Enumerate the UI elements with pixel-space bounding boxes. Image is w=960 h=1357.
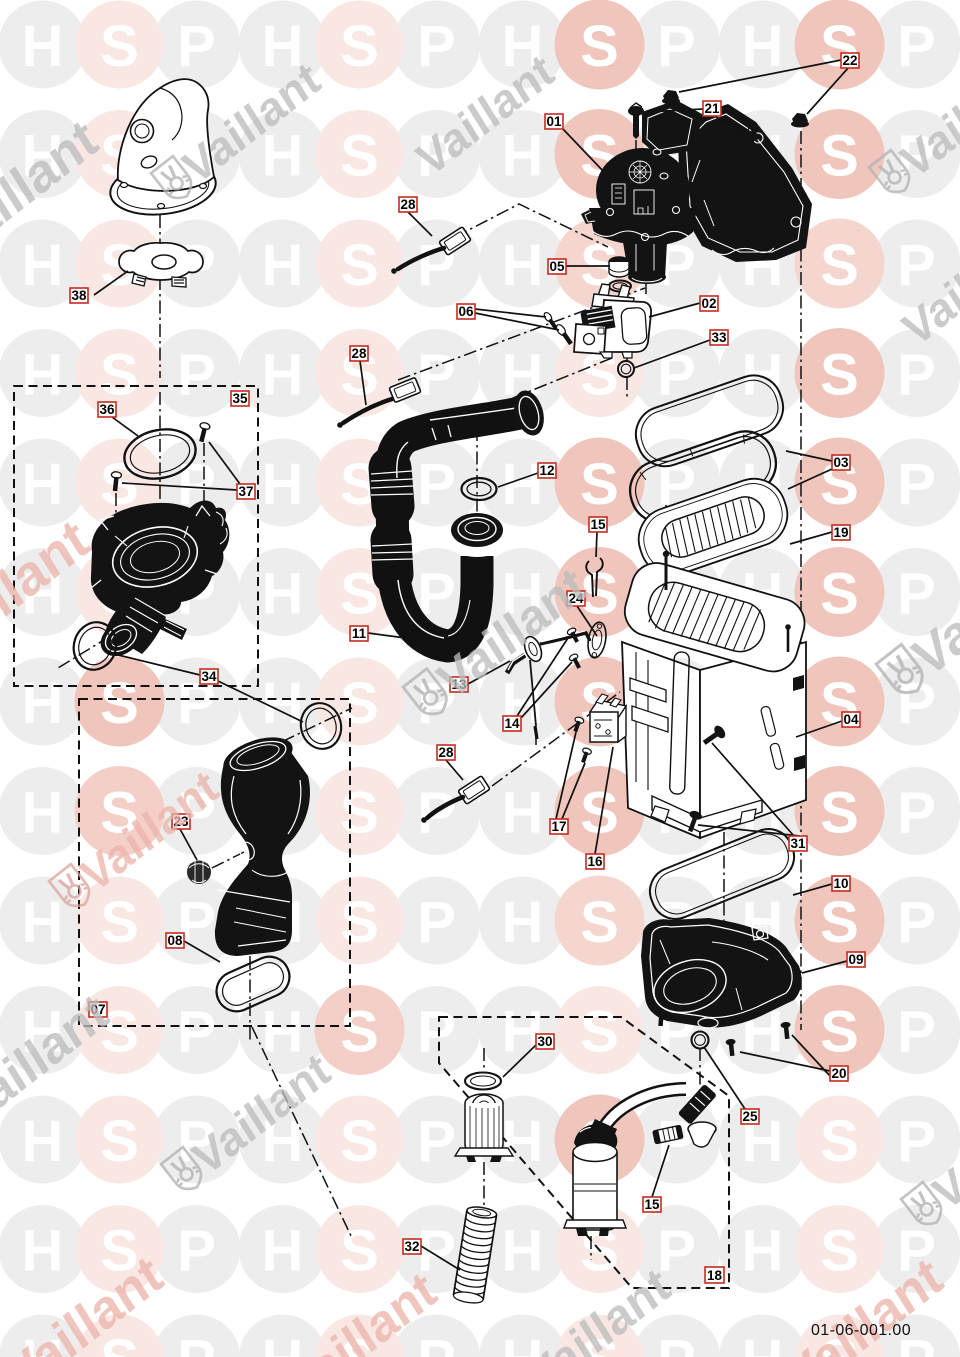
svg-text:S: S xyxy=(820,124,859,189)
svg-text:S: S xyxy=(580,452,619,517)
svg-text:17: 17 xyxy=(551,819,566,834)
svg-text:09: 09 xyxy=(848,952,863,967)
svg-text:05: 05 xyxy=(549,259,565,274)
svg-text:35: 35 xyxy=(232,391,248,406)
svg-text:30: 30 xyxy=(537,1034,552,1049)
svg-text:31: 31 xyxy=(790,836,806,851)
svg-text:28: 28 xyxy=(400,197,416,212)
svg-text:33: 33 xyxy=(711,330,727,345)
svg-text:19: 19 xyxy=(833,525,848,540)
svg-text:16: 16 xyxy=(587,854,603,869)
svg-text:37: 37 xyxy=(238,484,253,499)
svg-text:08: 08 xyxy=(167,933,183,948)
svg-text:S: S xyxy=(100,671,139,736)
svg-text:02: 02 xyxy=(701,296,716,311)
svg-text:S: S xyxy=(580,890,619,955)
svg-text:S: S xyxy=(580,14,619,79)
svg-text:06: 06 xyxy=(458,304,474,319)
svg-text:15: 15 xyxy=(590,517,606,532)
svg-text:12: 12 xyxy=(539,463,554,478)
svg-text:11: 11 xyxy=(352,626,367,641)
svg-text:S: S xyxy=(820,781,859,846)
svg-text:03: 03 xyxy=(833,455,849,470)
svg-text:28: 28 xyxy=(351,346,367,361)
svg-text:14: 14 xyxy=(504,716,520,731)
svg-text:22: 22 xyxy=(842,53,857,68)
svg-text:21: 21 xyxy=(704,101,720,116)
svg-text:34: 34 xyxy=(201,669,217,684)
svg-text:10: 10 xyxy=(833,876,848,891)
svg-text:S: S xyxy=(820,14,859,79)
svg-text:S: S xyxy=(820,562,859,627)
svg-text:01: 01 xyxy=(546,114,562,129)
svg-text:S: S xyxy=(820,343,859,408)
svg-text:04: 04 xyxy=(843,712,859,727)
svg-text:18: 18 xyxy=(707,1268,723,1283)
svg-text:20: 20 xyxy=(831,1066,846,1081)
svg-text:15: 15 xyxy=(644,1197,660,1212)
svg-text:36: 36 xyxy=(99,402,115,417)
svg-text:S: S xyxy=(820,1000,859,1065)
svg-text:S: S xyxy=(580,781,619,846)
svg-text:38: 38 xyxy=(71,288,87,303)
svg-text:32: 32 xyxy=(404,1239,419,1254)
svg-text:25: 25 xyxy=(742,1109,758,1124)
svg-text:S: S xyxy=(340,1000,379,1065)
svg-text:S: S xyxy=(820,890,859,955)
svg-text:01-06-001.00: 01-06-001.00 xyxy=(811,1322,911,1339)
svg-text:28: 28 xyxy=(438,745,454,760)
svg-text:S: S xyxy=(820,233,859,298)
